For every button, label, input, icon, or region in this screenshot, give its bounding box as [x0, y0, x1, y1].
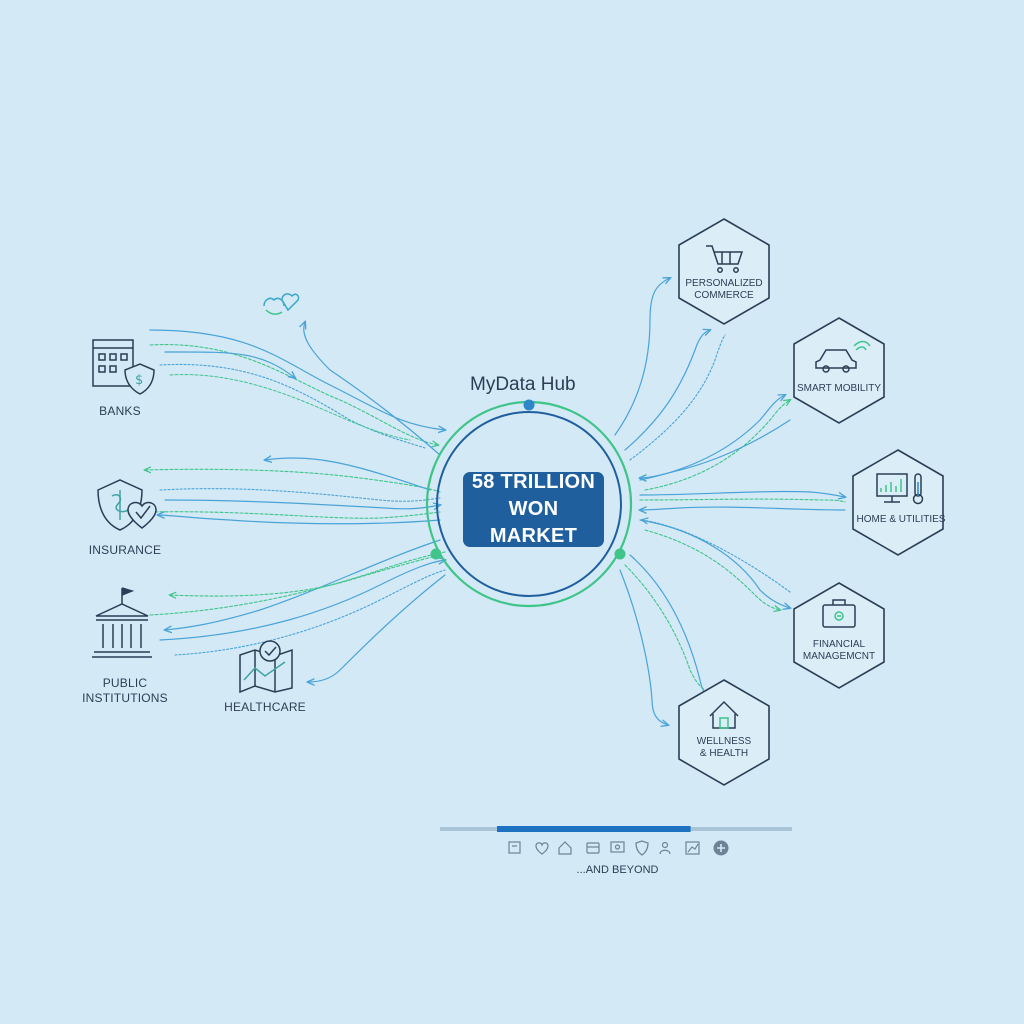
- map-check-icon: [239, 640, 293, 694]
- hub-node-left: [430, 548, 442, 560]
- source-label-banks: BANKS: [99, 404, 141, 418]
- progress-bar: [440, 826, 792, 832]
- service-label-wellness-line2: & HEALTH: [699, 748, 749, 759]
- briefcase-icon: [822, 599, 856, 628]
- icon-row: [508, 840, 729, 856]
- left-flow-lines: [145, 322, 445, 682]
- hex-commerce: [678, 218, 770, 325]
- car-icon: [815, 340, 871, 373]
- source-label-public-line2: INSTITUTIONS: [82, 691, 168, 705]
- hub-inner-ring: [436, 411, 622, 597]
- bank-building-icon: $: [92, 339, 155, 395]
- service-label-commerce-line2: COMMERCE: [694, 290, 754, 301]
- service-label-mobility: SMART MOBILITY: [797, 383, 881, 395]
- hex-mobility: [793, 317, 885, 424]
- service-label-home-line1: HOME & UTILITIES: [856, 514, 946, 525]
- people-mini-icon: [659, 841, 671, 855]
- house-mini-icon: [558, 841, 572, 855]
- progress-fill: [497, 826, 691, 832]
- beyond-label: ...AND BEYOND: [576, 864, 659, 876]
- svg-text:$: $: [135, 373, 143, 388]
- source-label-public-line1: PUBLIC: [102, 676, 148, 690]
- source-label-insurance: INSURANCE: [88, 543, 162, 557]
- plus-mini-icon: [713, 840, 729, 856]
- source-label-public: PUBLIC INSTITUTIONS: [70, 676, 180, 706]
- service-label-commerce: PERSONALIZED COMMERCE: [685, 278, 762, 302]
- building-mini-icon: [508, 841, 521, 854]
- card-mini-icon: [586, 842, 600, 854]
- tv-mini-icon: [610, 841, 625, 853]
- chart-mini-icon: [685, 841, 700, 855]
- heart-icon: [263, 293, 300, 315]
- service-label-financial: FINANCIAL MANAGEMCNT: [803, 639, 875, 663]
- hex-wellness: [678, 679, 770, 786]
- market-line-1: 58 TRILLION: [471, 471, 596, 493]
- service-label-commerce-line1: PERSONALIZED: [685, 278, 763, 289]
- market-size-box: 58 TRILLION WON MARKET: [463, 471, 604, 547]
- service-label-financial-line2: MANAGEMCNT: [802, 651, 876, 662]
- service-label-mobility-line1: SMART MOBILITY: [796, 383, 882, 394]
- shield-mini-icon: [635, 840, 649, 856]
- service-hexagons: [678, 218, 944, 786]
- hub-node-right: [614, 548, 626, 560]
- heart-mini-icon: [535, 842, 549, 855]
- source-label-healthcare: HEALTHCARE: [224, 700, 306, 714]
- hub-node-top: [523, 399, 535, 411]
- shopping-cart-icon: [706, 245, 744, 273]
- hex-financial: [793, 582, 885, 689]
- service-label-home: HOME & UTILITIES: [857, 514, 946, 526]
- monitor-thermometer-icon: [876, 473, 924, 505]
- service-label-wellness-line1: WELLNESS: [696, 736, 752, 747]
- hub: [425, 399, 633, 608]
- house-icon: [709, 700, 739, 729]
- service-label-financial-line1: FINANCIAL: [812, 639, 866, 650]
- shield-heart-icon: [97, 479, 157, 531]
- service-label-wellness: WELLNESS & HEALTH: [697, 736, 751, 760]
- market-line-2: WON MARKET: [489, 498, 578, 547]
- government-building-icon: [92, 587, 152, 658]
- hub-title: MyData Hub: [470, 374, 576, 395]
